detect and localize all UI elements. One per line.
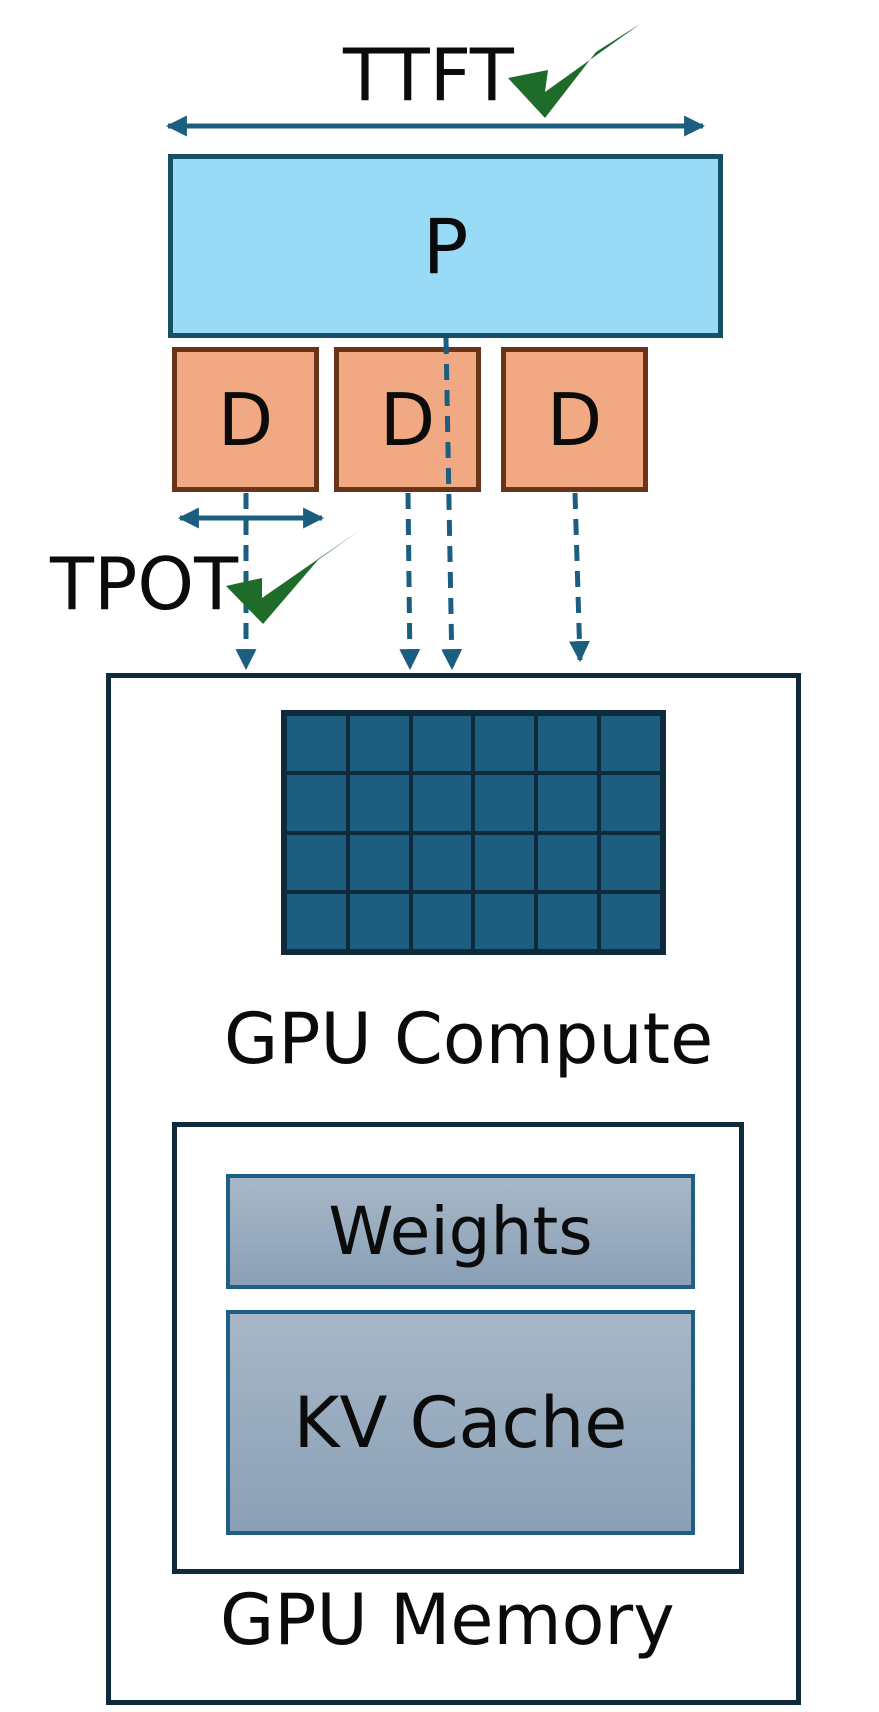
compute-cell	[599, 832, 662, 892]
compute-cell	[347, 714, 411, 774]
tpot-check-icon	[226, 530, 360, 624]
gpu-compute-label: GPU Compute	[224, 998, 714, 1080]
compute-cell	[599, 891, 662, 951]
compute-cell	[410, 832, 474, 892]
weights-label: Weights	[328, 1193, 593, 1270]
compute-cell	[347, 891, 411, 951]
compute-cell	[536, 714, 600, 774]
compute-cell	[285, 773, 348, 833]
gpu-compute-grid	[281, 710, 666, 955]
compute-cell	[347, 832, 411, 892]
compute-cell	[473, 891, 537, 951]
compute-cell	[285, 832, 348, 892]
compute-cell	[536, 773, 600, 833]
compute-cell	[410, 714, 474, 774]
dashed-arrow-d2	[399, 492, 421, 671]
decode-label: D	[546, 377, 603, 462]
decode-box-1: D	[172, 347, 319, 492]
compute-cell	[599, 714, 662, 774]
compute-cell	[536, 891, 600, 951]
compute-cell	[285, 891, 348, 951]
compute-cell	[536, 832, 600, 892]
ttft-check-icon	[508, 24, 640, 118]
decode-box-2: D	[334, 347, 481, 492]
compute-cell	[473, 714, 537, 774]
gpu-memory-label: GPU Memory	[220, 1579, 675, 1661]
ttft-label: TTFT	[343, 33, 514, 117]
compute-cell	[599, 773, 662, 833]
prefill-label: P	[422, 201, 469, 291]
dashed-arrow-d3	[568, 492, 590, 663]
compute-cell	[347, 773, 411, 833]
prefill-box: P	[168, 154, 723, 338]
decode-box-3: D	[501, 347, 648, 492]
decode-label: D	[217, 377, 274, 462]
decode-label: D	[379, 377, 436, 462]
compute-cell	[410, 891, 474, 951]
compute-cell	[473, 832, 537, 892]
kv-cache-box: KV Cache	[226, 1310, 695, 1535]
tpot-label: TPOT	[50, 542, 239, 626]
gpu-container	[106, 673, 801, 1705]
weights-box: Weights	[226, 1174, 695, 1289]
compute-cell	[285, 714, 348, 774]
kv-cache-label: KV Cache	[293, 1381, 628, 1464]
compute-cell	[473, 773, 537, 833]
compute-cell	[410, 773, 474, 833]
